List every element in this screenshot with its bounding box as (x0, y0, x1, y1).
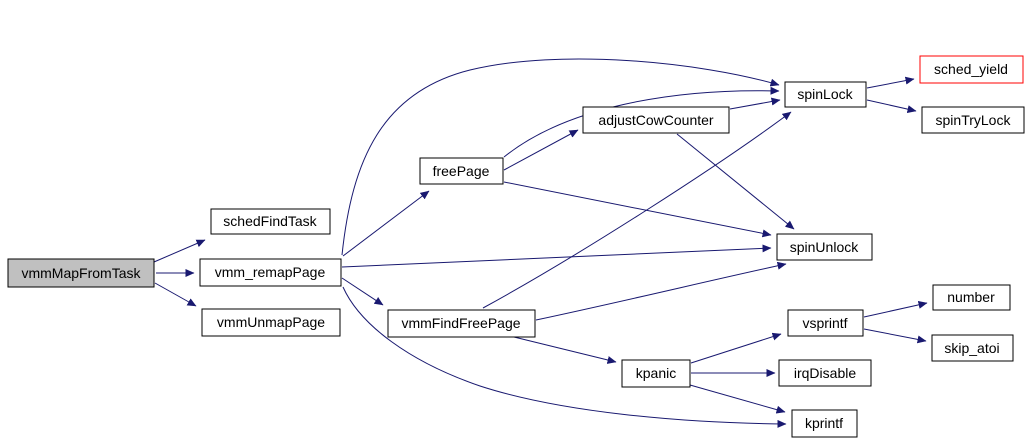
edge-vmm_remapPage-kprintf (342, 286, 787, 428)
node-kprintf-label: kprintf (805, 415, 843, 431)
node-kpanic-box (621, 359, 691, 388)
node-vmm_remapPage-label: vmm_remapPage (215, 264, 326, 280)
node-freePage-box (419, 157, 504, 185)
edges-layer (153, 58, 928, 428)
node-vmmUnmapPage[interactable]: vmmUnmapPage (201, 308, 341, 337)
node-irqDisable[interactable]: irqDisable (778, 359, 872, 387)
node-kpanic[interactable]: kpanic (621, 359, 691, 388)
node-vmmFindFreePage[interactable]: vmmFindFreePage (387, 309, 536, 338)
node-vsprintf-box (787, 309, 864, 337)
node-spinTryLock[interactable]: spinTryLock (921, 106, 1025, 134)
node-adjustCowCounter[interactable]: adjustCowCounter (582, 106, 730, 134)
node-sched_yield-box (919, 55, 1024, 84)
edge-adjustCowCounter-spinLock (729, 97, 781, 110)
node-spinLock[interactable]: spinLock (784, 81, 867, 108)
node-vmmMapFromTask-label: vmmMapFromTask (21, 265, 141, 281)
edge-kpanic-vsprintf (690, 332, 782, 364)
node-adjustCowCounter-box (582, 106, 730, 134)
edge-freePage-spinLock (503, 86, 780, 158)
node-vmm_remapPage-box (199, 258, 342, 287)
node-number-box (932, 284, 1011, 311)
node-irqDisable-label: irqDisable (794, 365, 856, 381)
node-vmmMapFromTask: vmmMapFromTask (7, 258, 155, 288)
node-sched_yield[interactable]: sched_yield (919, 55, 1024, 84)
node-spinUnlock-label: spinUnlock (790, 239, 859, 255)
node-skip_atoi[interactable]: skip_atoi (931, 334, 1014, 362)
node-schedFindTask-box (210, 208, 331, 235)
node-sched_yield-label: sched_yield (934, 61, 1008, 77)
node-vmmFindFreePage-label: vmmFindFreePage (401, 315, 520, 331)
edge-vmmMapFromTask-vmmUnmapPage (154, 282, 197, 307)
node-skip_atoi-label: skip_atoi (944, 340, 999, 356)
node-spinTryLock-box (921, 106, 1025, 134)
edge-spinLock-sched_yield (866, 76, 915, 89)
edge-vmm_remapPage-freePage (342, 190, 430, 257)
edge-vsprintf-skip_atoi (863, 328, 927, 344)
edge-freePage-spinUnlock (503, 181, 772, 238)
node-kprintf[interactable]: kprintf (791, 409, 858, 438)
node-skip_atoi-box (931, 334, 1014, 362)
edge-vmm_remapPage-vmmFindFreePage (341, 277, 384, 306)
edge-vsprintf-number (863, 300, 928, 318)
edge-vmm_remapPage-spinLock (341, 58, 780, 256)
edge-vmmFindFreePage-spinUnlock (535, 261, 787, 321)
node-vmm_remapPage[interactable]: vmm_remapPage (199, 258, 342, 287)
edge-freePage-adjustCowCounter (503, 129, 579, 171)
node-kprintf-box (791, 409, 858, 438)
node-spinUnlock-box (776, 233, 873, 261)
node-vmmFindFreePage-box (387, 309, 536, 338)
node-adjustCowCounter-label: adjustCowCounter (598, 112, 714, 128)
node-irqDisable-box (778, 359, 872, 387)
node-kpanic-label: kpanic (636, 365, 676, 381)
node-spinLock-box (784, 81, 867, 108)
node-schedFindTask-label: schedFindTask (223, 213, 317, 229)
node-vsprintf[interactable]: vsprintf (787, 309, 864, 337)
edge-vmmFindFreePage-kpanic (513, 336, 617, 364)
edge-vmmFindFreePage-spinLock (482, 111, 792, 309)
node-spinTryLock-label: spinTryLock (936, 112, 1012, 128)
node-freePage-label: freePage (433, 163, 490, 179)
edge-vmm_remapPage-spinUnlock (341, 244, 772, 268)
edge-adjustCowCounter-spinUnlock (676, 133, 795, 230)
node-vmmUnmapPage-box (201, 308, 341, 337)
node-spinUnlock[interactable]: spinUnlock (776, 233, 873, 261)
edge-kpanic-kprintf (689, 384, 786, 414)
node-vmmUnmapPage-label: vmmUnmapPage (217, 314, 325, 330)
edge-vmmMapFromTask-schedFindTask (153, 239, 206, 263)
edge-spinLock-spinTryLock (866, 99, 917, 114)
node-vmmMapFromTask-box (7, 258, 155, 288)
nodes-layer: vmmMapFromTask schedFindTask vmm_remapPa… (7, 55, 1025, 438)
node-freePage[interactable]: freePage (419, 157, 504, 185)
node-number[interactable]: number (932, 284, 1011, 311)
node-number-label: number (947, 289, 995, 305)
node-vsprintf-label: vsprintf (802, 315, 847, 331)
node-spinLock-label: spinLock (797, 86, 853, 102)
node-schedFindTask[interactable]: schedFindTask (210, 208, 331, 235)
